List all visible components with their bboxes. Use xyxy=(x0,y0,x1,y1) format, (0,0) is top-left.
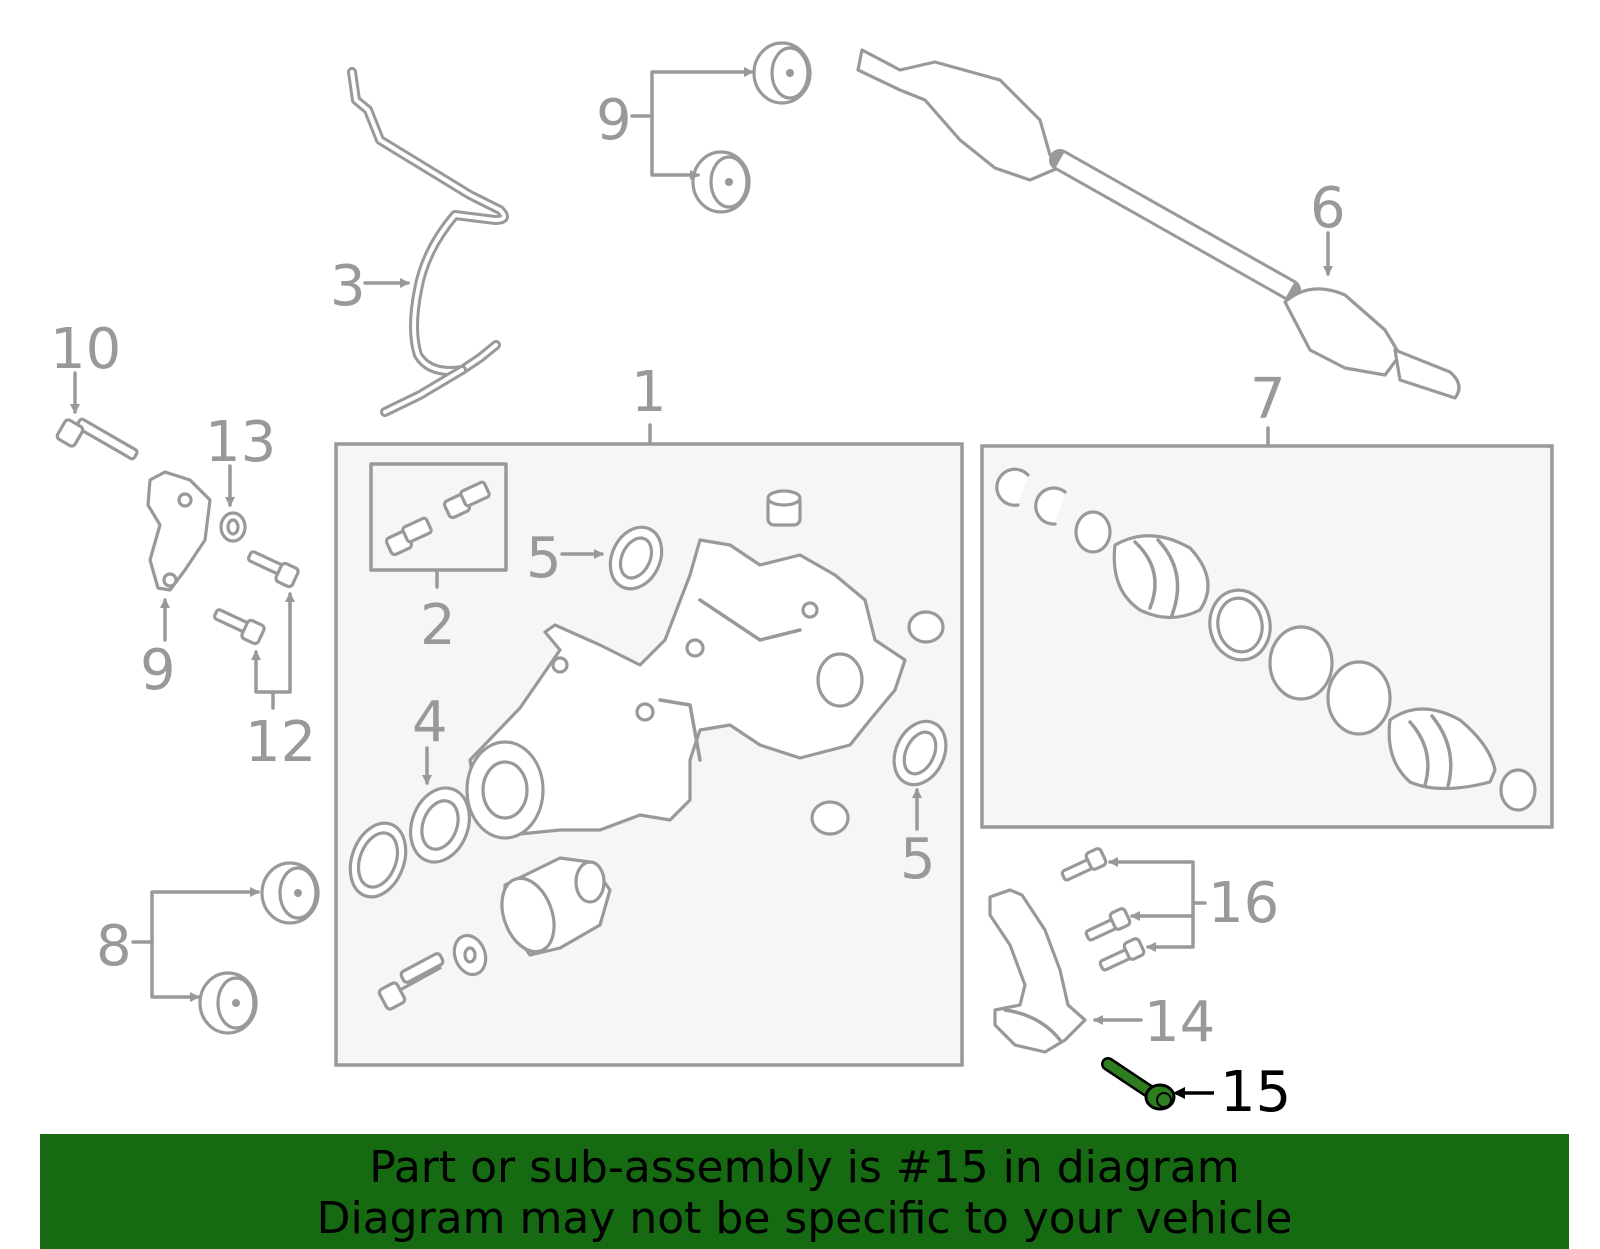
breather-plugs xyxy=(384,480,491,557)
assembly-box-2 xyxy=(369,462,508,572)
vent-hose xyxy=(347,67,509,417)
long-bolt-11 xyxy=(55,417,139,461)
callout-8: 8 xyxy=(96,914,132,979)
callout-9: 9 xyxy=(596,88,632,153)
callout-16: 16 xyxy=(1208,871,1279,936)
bolt-12-lower xyxy=(212,608,266,646)
callout-15: 15 xyxy=(1220,1060,1291,1125)
mount-8-upper xyxy=(260,861,320,925)
oil-seal-upper xyxy=(608,525,664,591)
bushing-top xyxy=(766,489,802,527)
callout-10: 9 xyxy=(140,638,176,703)
callout-5a: 5 xyxy=(526,526,562,591)
oil-seal-lower xyxy=(892,719,948,787)
flange-bolt xyxy=(377,952,445,1011)
heat-shield xyxy=(988,888,1087,1054)
callout-2: 2 xyxy=(420,593,456,658)
washer-13 xyxy=(219,511,247,543)
callout-11: 10 xyxy=(50,317,121,382)
callout-7: 7 xyxy=(1250,367,1286,432)
banner-line-2: Diagram may not be specific to your vehi… xyxy=(316,1193,1293,1244)
mount-bracket xyxy=(146,470,212,592)
shield-bolts xyxy=(1060,847,1146,972)
info-banner: Part or sub-assembly is #15 in diagram D… xyxy=(40,1134,1569,1249)
drive-shaft xyxy=(856,48,1461,400)
mount-8-lower xyxy=(198,971,258,1035)
companion-flange xyxy=(500,856,612,957)
bolt-12-upper xyxy=(246,550,300,589)
highlighted-bolt-15 xyxy=(1101,1057,1176,1111)
flange-washer xyxy=(452,933,488,977)
callout-1: 1 xyxy=(631,360,667,425)
bushing-lower xyxy=(810,800,850,836)
mount-9-lower xyxy=(691,150,751,214)
callout-6: 6 xyxy=(1310,176,1346,241)
callout-4: 4 xyxy=(412,690,448,755)
callout-12: 12 xyxy=(245,710,316,775)
callout-13: 13 xyxy=(205,410,276,475)
cv-boot-kit xyxy=(995,467,1537,812)
pinion-shim xyxy=(348,821,408,899)
callout-5b: 5 xyxy=(900,827,936,892)
banner-line-1: Part or sub-assembly is #15 in diagram xyxy=(369,1142,1240,1193)
callout-3: 3 xyxy=(330,254,366,319)
bushing-right xyxy=(907,610,945,644)
callout-14: 14 xyxy=(1144,990,1215,1055)
mount-9-upper xyxy=(752,41,812,105)
differential-housing xyxy=(465,538,907,840)
pinion-seal xyxy=(409,786,471,864)
